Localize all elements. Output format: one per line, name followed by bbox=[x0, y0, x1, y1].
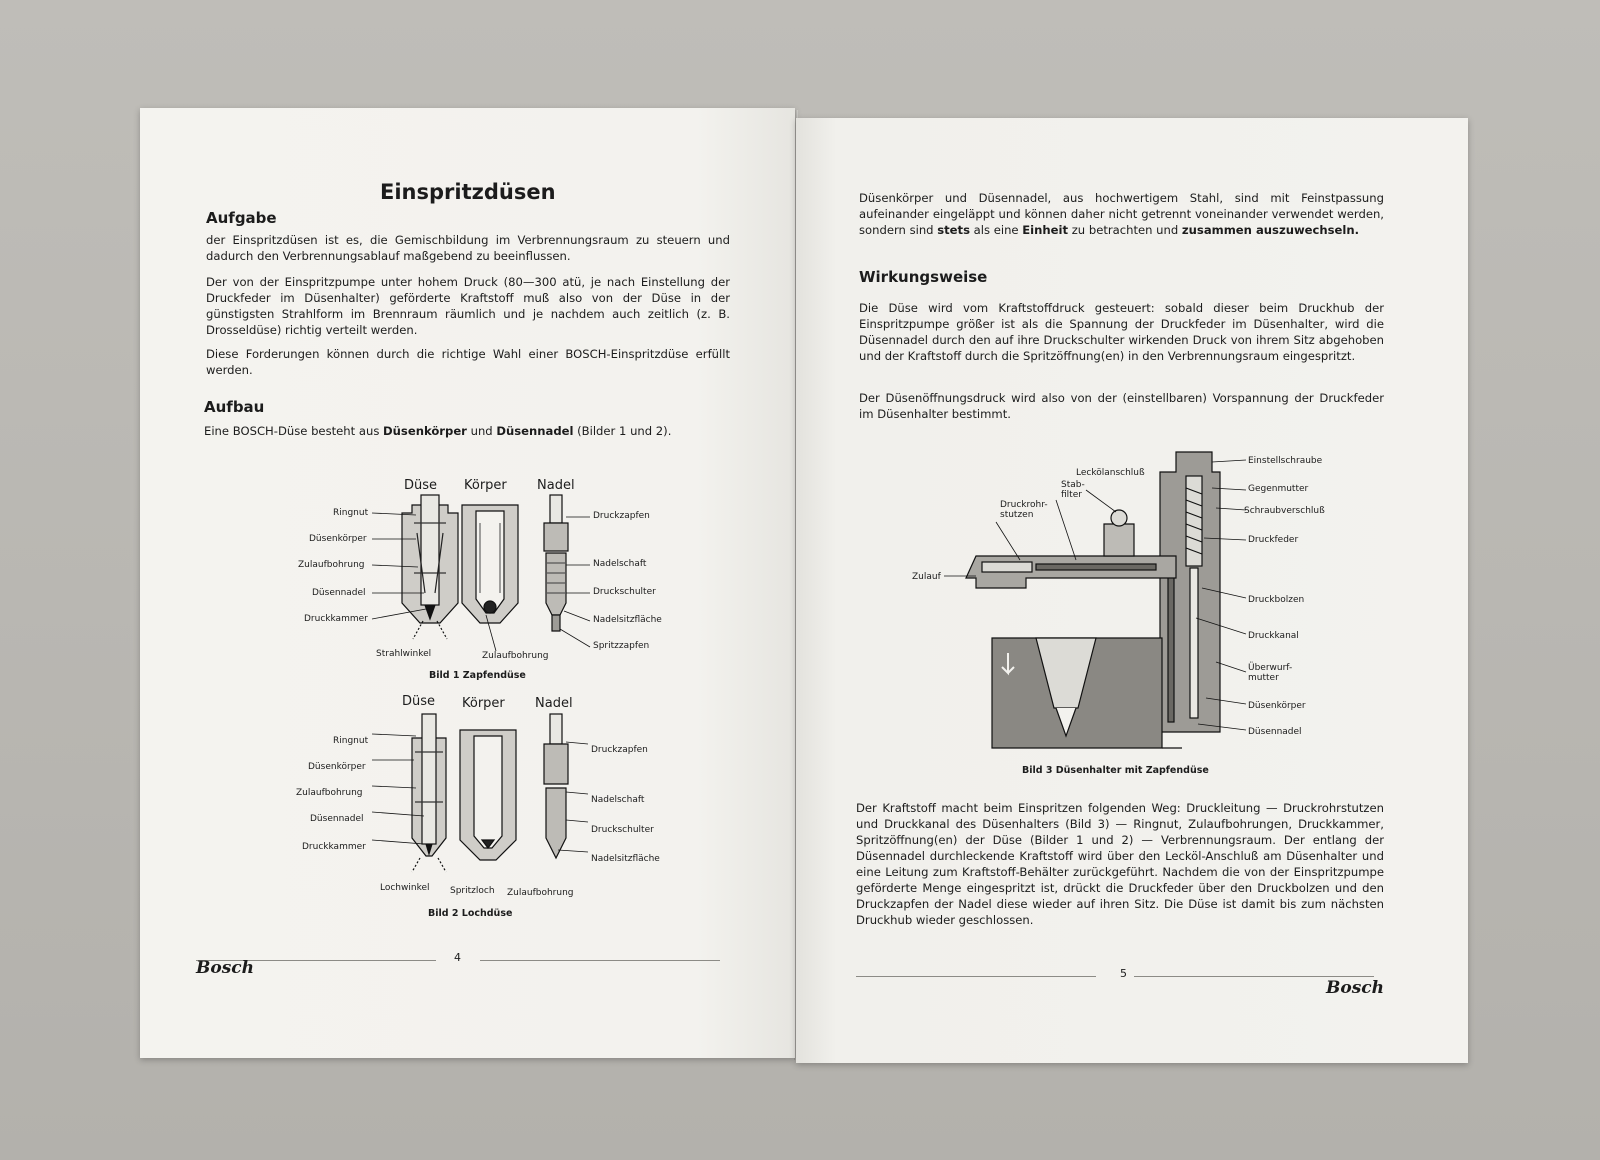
fig2-label-right-3: Druckschulter bbox=[591, 825, 654, 835]
paragraph-aufgabe-2: Der von der Einspritzpumpe unter hohem D… bbox=[206, 275, 730, 337]
heading-aufgabe: Aufgabe bbox=[206, 209, 277, 227]
fig1-label-right-4: Nadelsitzfläche bbox=[593, 615, 662, 625]
fig1-label-bottom-1: Strahlwinkel bbox=[376, 649, 432, 659]
fig1-label-right-2: Nadelschaft bbox=[593, 559, 647, 569]
heading-aufbau: Aufbau bbox=[204, 398, 265, 416]
paragraph-aufgabe-1: der Einspritzdüsen ist es, die Gemischbi… bbox=[206, 233, 730, 263]
fig1-label-bottom-2: Zulaufbohrung bbox=[482, 651, 549, 661]
fig3-label-druckkanal: Druckkanal bbox=[1248, 631, 1299, 641]
page-number: 5 bbox=[1120, 967, 1127, 980]
fig2-label-bottom-1: Lochwinkel bbox=[380, 883, 430, 893]
fig3-label-einstellschraube: Einstellschraube bbox=[1248, 456, 1323, 466]
fig2-label-right-4: Nadelsitzfläche bbox=[591, 854, 660, 864]
fig1-header-nadel: Nadel bbox=[537, 478, 575, 493]
left-page: Einspritzdüsen Aufgabe der Einspritzdüse… bbox=[140, 108, 795, 1058]
paragraph-aufbau: Eine BOSCH-Düse besteht aus Düsenkörper … bbox=[204, 424, 672, 438]
fig1-label-right-3: Druckschulter bbox=[593, 587, 656, 597]
fig3-nozzle-holder-drawing bbox=[944, 451, 1247, 749]
fig2-nozzle-drawing bbox=[371, 713, 589, 873]
fig1-header-duese: Düse bbox=[404, 478, 438, 493]
footer-rule-left bbox=[856, 976, 1096, 977]
fig3-label-druckrohrstutzen: Druckrohr- stutzen bbox=[1000, 500, 1048, 520]
fig3-label-schraubverschluss: Schraubverschluß bbox=[1244, 506, 1325, 516]
paragraph-wirkung-2: Der Düsenöffnungsdruck wird also von der… bbox=[859, 391, 1384, 421]
footer-rule-left bbox=[196, 960, 436, 961]
bosch-logo: Bosch bbox=[196, 958, 254, 978]
fig2-label-left-1: Ringnut bbox=[333, 736, 369, 746]
fig1-label-left-5: Druckkammer bbox=[304, 614, 368, 624]
footer-rule-right bbox=[1134, 976, 1374, 977]
footer-rule-right bbox=[480, 960, 720, 961]
fig2-caption: Bild 2 Lochdüse bbox=[428, 908, 513, 919]
fig2-label-right-2: Nadelschaft bbox=[591, 795, 645, 805]
fig2-label-left-5: Druckkammer bbox=[302, 842, 366, 852]
bosch-logo: Bosch bbox=[1326, 978, 1384, 998]
fig3-label-druckbolzen: Druckbolzen bbox=[1248, 595, 1305, 605]
page-title: Einspritzdüsen bbox=[380, 180, 556, 204]
fig1-header-koerper: Körper bbox=[464, 478, 507, 493]
fig3-label-ueberwurfmutter: Überwurf- mutter bbox=[1248, 663, 1293, 683]
fig2-header-nadel: Nadel bbox=[535, 696, 573, 711]
fig1-label-left-1: Ringnut bbox=[333, 508, 369, 518]
fig1-label-left-2: Düsenkörper bbox=[309, 534, 367, 544]
fig1-label-left-4: Düsennadel bbox=[312, 588, 366, 598]
fig3-caption: Bild 3 Düsenhalter mit Zapfendüse bbox=[1022, 765, 1209, 776]
paragraph-aufgabe-3: Diese Forderungen können durch die richt… bbox=[206, 347, 730, 377]
fig2-header-duese: Düse bbox=[402, 694, 436, 709]
right-page: Düsenkörper und Düsennadel, aus hochwert… bbox=[796, 118, 1468, 1063]
fig3-label-gegenmutter: Gegenmutter bbox=[1248, 484, 1309, 494]
fig3-label-druckfeder: Druckfeder bbox=[1248, 535, 1299, 545]
fig2-label-left-2: Düsenkörper bbox=[308, 762, 366, 772]
fig1-label-left-3: Zulaufbohrung bbox=[298, 560, 365, 570]
fig2-label-right-1: Druckzapfen bbox=[591, 745, 648, 755]
fig3-label-leckoel: Lecköl­anschluß bbox=[1076, 468, 1145, 478]
fig2-label-bottom-3: Zulaufbohrung bbox=[507, 888, 574, 898]
fig2-label-bottom-2: Spritzloch bbox=[450, 886, 495, 896]
paragraph-intro: Düsenkörper und Düsennadel, aus hochwert… bbox=[859, 191, 1384, 237]
fig1-caption: Bild 1 Zapfendüse bbox=[429, 670, 526, 681]
heading-wirkungsweise: Wirkungsweise bbox=[859, 268, 988, 286]
fig3-label-zulauf: Zulauf bbox=[912, 572, 941, 582]
page-number: 4 bbox=[454, 951, 461, 964]
fig1-label-right-5: Spritzzapfen bbox=[593, 641, 650, 651]
fig3-label-duesennadel: Düsennadel bbox=[1248, 727, 1302, 737]
fig1-label-right-1: Druckzapfen bbox=[593, 511, 650, 521]
fig3-label-duesenkoerper: Düsenkörper bbox=[1248, 701, 1306, 711]
fig2-header-koerper: Körper bbox=[462, 696, 505, 711]
fig1-nozzle-drawing bbox=[371, 494, 591, 652]
fig3-label-stabfilter: Stab- filter bbox=[1061, 480, 1085, 500]
paragraph-weg: Der Kraftstoff macht beim Einspritzen fo… bbox=[856, 801, 1384, 927]
fig2-label-left-4: Düsennadel bbox=[310, 814, 364, 824]
fig2-label-left-3: Zulaufbohrung bbox=[296, 788, 363, 798]
paragraph-wirkung-1: Die Düse wird vom Kraftstoffdruck gesteu… bbox=[859, 301, 1384, 363]
